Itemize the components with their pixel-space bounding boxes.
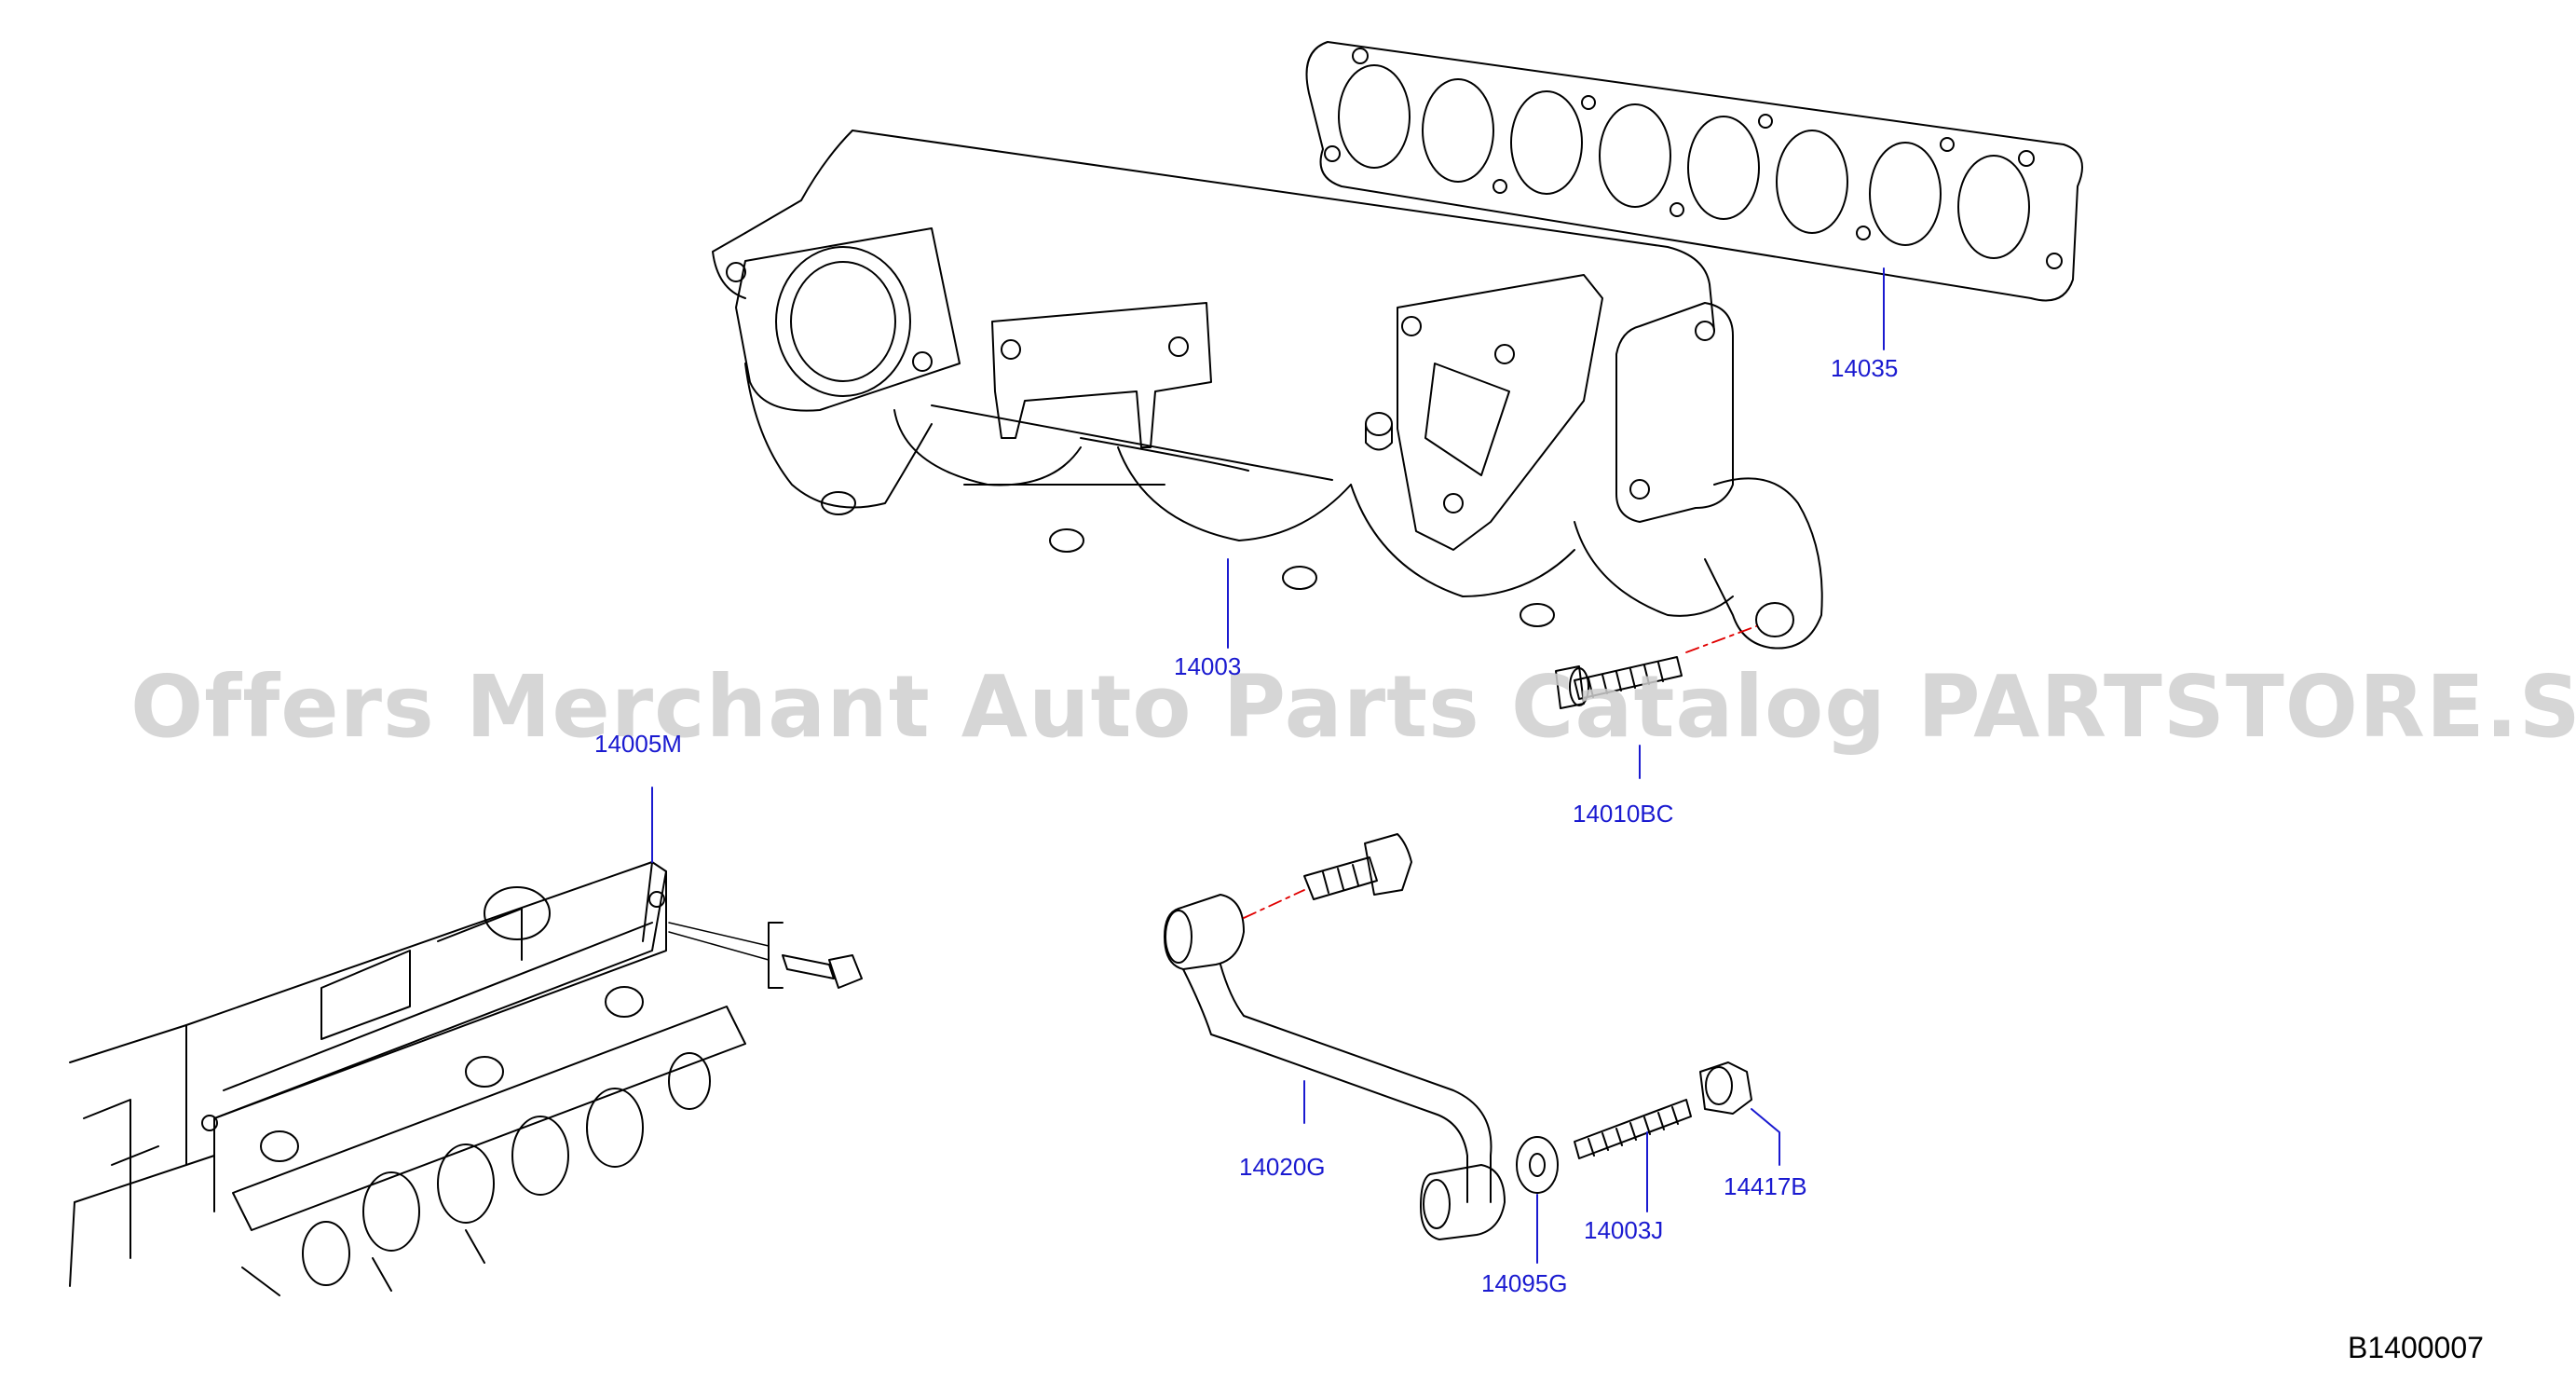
leader-lines xyxy=(651,267,1885,1264)
part-label-14005m[interactable]: 14005M xyxy=(594,730,682,758)
part-label-14095g[interactable]: 14095G xyxy=(1481,1269,1568,1297)
part-label-14010bc[interactable]: 14010BC xyxy=(1573,800,1674,828)
exhaust-manifold-drawing xyxy=(712,130,1823,650)
washer-14095g-drawing xyxy=(1516,1136,1559,1194)
part-label-14020g[interactable]: 14020G xyxy=(1239,1153,1326,1181)
part-label-14003[interactable]: 14003 xyxy=(1174,652,1242,680)
part-label-14003j[interactable]: 14003J xyxy=(1584,1216,1664,1244)
nut-14417b-drawing xyxy=(1699,1061,1752,1115)
part-label-14035[interactable]: 14035 xyxy=(1831,354,1899,382)
heat-pipe-14020g-drawing xyxy=(1164,894,1506,1240)
part-label-14417b[interactable]: 14417B xyxy=(1724,1172,1807,1200)
pipe-bolt-drawing xyxy=(1303,833,1412,900)
centerlines xyxy=(1243,625,1757,919)
diagram-code: B1400007 xyxy=(2348,1331,2484,1364)
bracket-bolt-drawing xyxy=(668,922,863,989)
watermark-text: Offers Merchant Auto Parts Catalog PARTS… xyxy=(130,657,2576,757)
bolt-14010bc-drawing xyxy=(1555,656,1683,709)
cylinder-head-assembly-drawing xyxy=(69,861,746,1296)
manifold-gasket-drawing xyxy=(1305,41,2083,302)
stud-14003j-drawing xyxy=(1574,1099,1692,1159)
